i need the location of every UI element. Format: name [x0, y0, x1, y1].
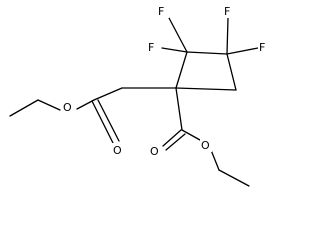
bond-o-ethyl-bottom: [210, 149, 220, 171]
bond-carbonyl-bottom-b: [165, 133, 186, 151]
bond-carbonyl-left-a: [91, 100, 114, 144]
bond-carbonyl-ch2: [93, 87, 123, 101]
bond-carbonyl-o-bottom: [181, 129, 201, 141]
oxygen-label-ester-left: O: [63, 101, 72, 114]
bond-quaternary-carbonyl-bottom: [175, 87, 183, 131]
oxygen-label-carbonyl-left: O: [113, 144, 122, 157]
bond-o-carbonyl-carbon-left: [76, 99, 95, 110]
bond-c2-f2: [161, 47, 188, 53]
oxygen-label-ester-bottom: O: [201, 139, 210, 152]
fluorine-label-left: F: [148, 41, 154, 54]
bond-carbonyl-left-b: [97, 99, 120, 142]
bond-ring-c4-c1: [175, 87, 237, 91]
oxygen-label-carbonyl-bottom: O: [150, 145, 159, 158]
bond-ethyl-left-c2-o: [37, 99, 61, 111]
fluorine-label-top-right: F: [224, 5, 230, 18]
fluorine-label-right: F: [259, 41, 265, 54]
molecule-structure: F F F F O O O O: [9, 4, 270, 187]
bond-c2-f1: [168, 17, 188, 53]
bond-layer: [9, 17, 259, 187]
bond-ethyl-bottom-c1-c2: [218, 169, 250, 187]
bond-c3-f3: [226, 17, 229, 55]
fluorine-label-top-left: F: [158, 5, 164, 18]
bond-ring-c2-c3: [186, 51, 228, 55]
bond-ring-c1-c2: [175, 51, 188, 89]
atom-label-layer: F F F F O O O O: [62, 4, 270, 158]
bond-c3-f4: [226, 47, 259, 55]
bond-carbonyl-bottom-a: [162, 129, 182, 147]
bond-ethyl-left-c1-c2: [9, 99, 39, 117]
bond-ring-c3-c4: [226, 53, 237, 91]
